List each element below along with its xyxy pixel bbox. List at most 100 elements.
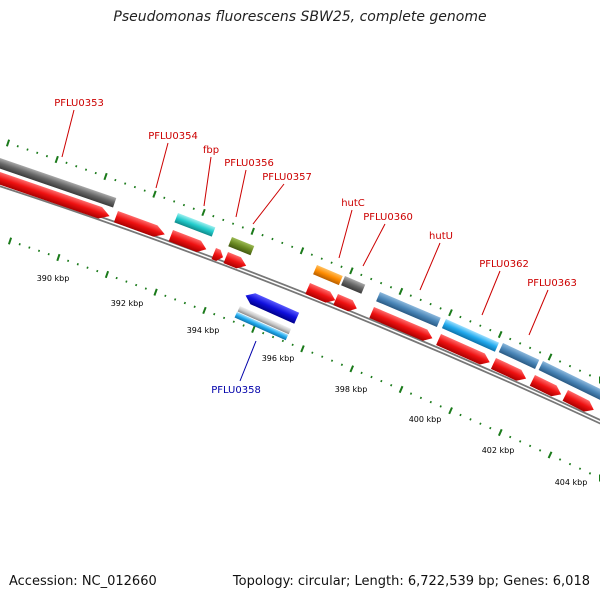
- lower-track-major-tick: [497, 428, 503, 437]
- cds-arrow-pflu0357[interactable]: [223, 252, 249, 271]
- upper-track-minor-tick: [16, 145, 19, 148]
- gene-label-pflu0360[interactable]: PFLU0360: [363, 212, 413, 223]
- gene-block-pflu0356-olive[interactable]: [228, 237, 255, 256]
- gene-block-fbp-cyan[interactable]: [174, 213, 216, 237]
- upper-track-major-tick: [250, 227, 255, 235]
- upper-track-minor-tick: [143, 189, 146, 192]
- cds-arrow-pflu0362[interactable]: [490, 358, 529, 384]
- lower-track-minor-tick: [509, 435, 512, 439]
- lower-track-minor-tick: [528, 444, 532, 448]
- upper-track-minor-tick: [36, 151, 39, 155]
- lower-track-minor-tick: [538, 449, 542, 452]
- gene-label-pflu0358[interactable]: PFLU0358: [211, 385, 261, 396]
- cds-arrow-hutc[interactable]: [305, 283, 337, 306]
- lower-track-minor-tick: [489, 426, 492, 430]
- cds-arrow-hutu[interactable]: [436, 334, 492, 368]
- gene-label-pflu0363[interactable]: PFLU0363: [527, 278, 577, 289]
- upper-track-major-tick: [547, 353, 553, 361]
- gene-block-pflu0363-steel[interactable]: [538, 361, 600, 401]
- lower-track-minor-tick: [67, 259, 70, 263]
- upper-track-minor-tick: [330, 261, 333, 264]
- lower-track-minor-tick: [96, 269, 99, 273]
- upper-track-minor-tick: [439, 307, 442, 310]
- gene-block-pflu0353-gray[interactable]: [0, 154, 117, 208]
- gene-block-hutc-gray[interactable]: [341, 276, 366, 294]
- feature-track-outer: [0, 154, 600, 401]
- cds-arrow-pflu0364[interactable]: [562, 390, 597, 415]
- cds-arrow-pflu0354[interactable]: [113, 211, 167, 240]
- tick-track-lower: [7, 237, 600, 482]
- upper-track-minor-tick: [114, 178, 117, 182]
- upper-track-minor-tick: [379, 281, 383, 285]
- upper-track-minor-tick: [26, 148, 29, 151]
- gene-block-hutu-sky[interactable]: [441, 319, 499, 352]
- cds-arrow-pflu0356[interactable]: [211, 248, 226, 263]
- lower-track-major-tick: [398, 385, 404, 394]
- lower-track-minor-tick: [469, 418, 472, 421]
- upper-track-minor-tick: [429, 302, 432, 306]
- lower-track-major-tick: [349, 365, 355, 373]
- gene-label-pflu0353[interactable]: PFLU0353: [54, 98, 104, 109]
- gene-label-pflu0362[interactable]: PFLU0362: [479, 259, 529, 270]
- upper-track-minor-tick: [489, 328, 492, 332]
- cds-arrow-fbp[interactable]: [168, 230, 209, 255]
- scale-label-400: 400 kbp: [409, 415, 442, 424]
- gene-block-pflu0358-sky[interactable]: [234, 312, 289, 341]
- upper-track-minor-tick: [528, 346, 532, 350]
- lower-track-minor-tick: [281, 339, 284, 343]
- gene-label-pflu0354[interactable]: PFLU0354: [148, 131, 198, 142]
- forward-strand-track: [0, 168, 597, 415]
- upper-track-major-tick: [5, 139, 11, 147]
- cds-arrow-pflu0363[interactable]: [529, 375, 564, 400]
- upper-track-minor-tick: [133, 185, 136, 189]
- gene-block-pflu0360-steel[interactable]: [376, 292, 441, 327]
- lower-track-minor-tick: [321, 355, 324, 358]
- upper-track-minor-tick: [231, 222, 235, 225]
- tick-track-upper: [5, 139, 600, 384]
- lower-track-major-tick: [56, 253, 61, 262]
- lower-track-minor-tick: [390, 383, 393, 387]
- cds-arrow-pflu0358[interactable]: [243, 290, 300, 324]
- lower-track-minor-tick: [135, 283, 138, 287]
- scale-label-392: 392 kbp: [111, 299, 144, 308]
- lower-track-major-tick: [251, 325, 256, 333]
- lower-track-minor-tick: [262, 331, 265, 335]
- scale-labels: 390 kbp 392 kbp 394 kbp 396 kbp 398 kbp …: [37, 274, 588, 487]
- gene-label-hutu[interactable]: hutU: [429, 231, 453, 242]
- lower-track-minor-tick: [86, 266, 89, 269]
- genome-backbone: [0, 182, 600, 425]
- lower-track-minor-tick: [429, 400, 432, 404]
- gene-block-huthc-orange[interactable]: [313, 265, 343, 286]
- gene-label-fbp[interactable]: fbp: [203, 145, 219, 156]
- lower-track-minor-tick: [360, 371, 363, 375]
- label-leaders: [61, 109, 549, 382]
- lower-track-minor-tick: [578, 467, 582, 470]
- lower-track-minor-tick: [232, 320, 235, 323]
- upper-track-minor-tick: [212, 214, 215, 218]
- lower-track-minor-tick: [419, 396, 423, 400]
- lower-track-minor-tick: [193, 305, 196, 308]
- gene-label-pflu0357[interactable]: PFLU0357: [262, 172, 312, 183]
- gene-label-pflu0356[interactable]: PFLU0356: [224, 158, 274, 169]
- upper-track-major-tick: [497, 330, 503, 339]
- cds-arrow-hutc-2[interactable]: [333, 294, 359, 314]
- upper-track-minor-tick: [568, 364, 572, 368]
- scale-label-394: 394 kbp: [187, 326, 220, 335]
- scale-label-402: 402 kbp: [482, 446, 515, 455]
- upper-track-minor-tick: [65, 161, 68, 165]
- upper-track-major-tick: [349, 267, 354, 275]
- lower-track-minor-tick: [222, 316, 226, 320]
- gene-block-pflu0362-steel[interactable]: [498, 343, 540, 369]
- upper-track-minor-tick: [45, 154, 49, 158]
- cds-arrow-pflu0360[interactable]: [369, 307, 434, 344]
- lower-track-minor-tick: [291, 343, 294, 346]
- lower-track-minor-tick: [409, 392, 413, 395]
- lower-track-minor-tick: [76, 263, 79, 266]
- upper-track-minor-tick: [340, 265, 343, 269]
- upper-track-minor-tick: [509, 337, 512, 341]
- gene-block-pflu0358-silver[interactable]: [237, 306, 292, 335]
- gene-label-hutc[interactable]: hutC: [341, 198, 365, 209]
- cds-arrow-pflu0353[interactable]: [0, 168, 112, 222]
- scale-label-390: 390 kbp: [37, 274, 70, 283]
- lower-track-minor-tick: [380, 379, 383, 383]
